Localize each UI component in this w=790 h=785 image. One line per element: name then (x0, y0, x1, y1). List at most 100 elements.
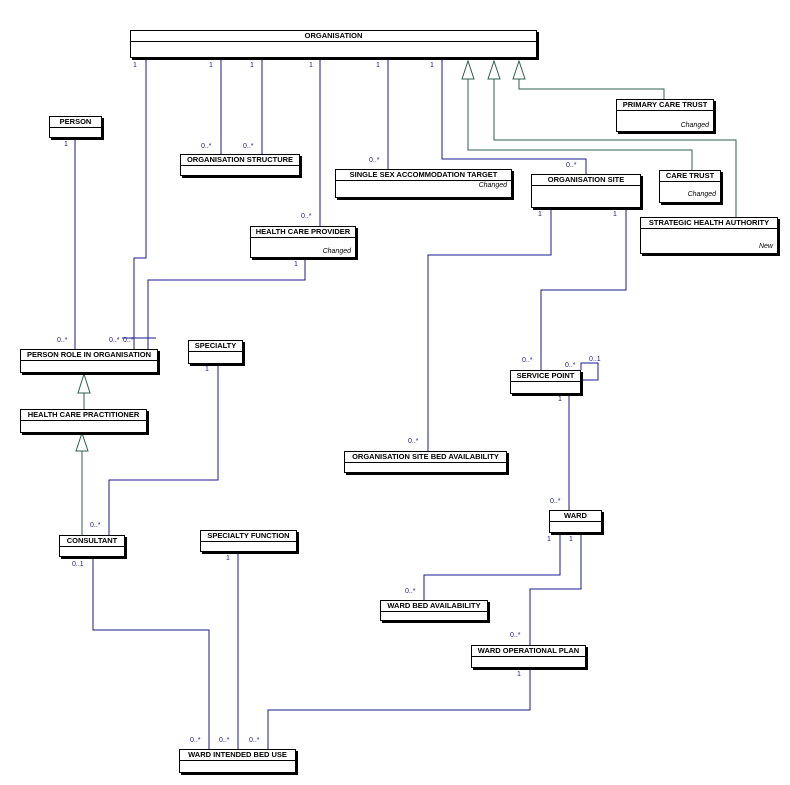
class-name: STRATEGIC HEALTH AUTHORITY (641, 218, 777, 229)
class-organisation-site-bed-availability[interactable]: ORGANISATION SITE BED AVAILABILITY (344, 451, 507, 473)
assoc-op-plan-intended (267, 668, 531, 749)
mult-sp-self-b: 0..1 (589, 356, 601, 363)
gen-arrowhead-sha (487, 59, 501, 80)
class-name: PRIMARY CARE TRUST (617, 100, 713, 111)
class-stereotype: Changed (322, 248, 351, 255)
mult-sp-top: 0..* (522, 357, 533, 364)
gen-caretrust-organisation (467, 79, 693, 170)
mult-specfunc: 1 (226, 555, 230, 562)
class-health-care-practitioner[interactable]: HEALTH CARE PRACTITIONER (20, 409, 147, 433)
mult-role-b: 0..* (109, 337, 120, 344)
assoc-consultant-intended (92, 557, 210, 749)
mult-hcp-top: 0..* (301, 213, 312, 220)
mult-consultant-bottom: 0..1 (72, 561, 84, 568)
mult-org-target: 1 (376, 62, 380, 69)
class-name: ORGANISATION SITE (532, 175, 640, 186)
assoc-site-bed-availability (427, 208, 552, 451)
mult-role-a: 0..* (57, 337, 68, 344)
class-ward-intended-bed-use[interactable]: WARD INTENDED BED USE (179, 749, 296, 773)
gen-pct-organisation (518, 79, 665, 99)
class-ward[interactable]: WARD (549, 510, 602, 533)
gen-sha-organisation (493, 79, 737, 217)
class-health-care-provider[interactable]: HEALTH CARE PROVIDER Changed (250, 226, 356, 258)
class-name: ORGANISATION STRUCTURE (181, 155, 299, 166)
mult-sp-bottom: 1 (558, 396, 562, 403)
mult-person: 1 (64, 141, 68, 148)
assoc-site-service-point (540, 208, 627, 370)
mult-sp-self-a: 0..* (565, 362, 576, 369)
gen-arrowhead-person-role (77, 372, 91, 394)
mult-hcp-bottom: 1 (294, 261, 298, 268)
gen-arrowhead-hcpr (75, 431, 89, 452)
mult-intended-a: 0..* (190, 737, 201, 744)
mult-org-site: 1 (430, 62, 434, 69)
class-ward-operational-plan[interactable]: WARD OPERATIONAL PLAN (471, 645, 586, 668)
mult-role-c: 0..* (123, 337, 134, 344)
class-name: HEALTH CARE PRACTITIONER (21, 410, 146, 421)
mult-site-left: 1 (538, 211, 542, 218)
mult-site-right: 1 (613, 211, 617, 218)
class-service-point[interactable]: SERVICE POINT (510, 370, 581, 394)
class-single-sex-accommodation-target[interactable]: SINGLE SEX ACCOMMODATION TARGET Changed (335, 169, 512, 198)
class-name: SPECIALTY FUNCTION (201, 531, 296, 542)
class-ward-bed-availability[interactable]: WARD BED AVAILABILITY (380, 600, 488, 621)
class-name: CONSULTANT (60, 536, 124, 547)
class-name: CARE TRUST (660, 171, 720, 182)
class-name: HEALTH CARE PROVIDER (251, 227, 355, 238)
class-stereotype: Changed (478, 182, 507, 189)
class-name: SINGLE SEX ACCOMMODATION TARGET (336, 170, 511, 181)
class-name: PERSON ROLE IN ORGANISATION (21, 350, 157, 361)
class-consultant[interactable]: CONSULTANT (59, 535, 125, 557)
mult-org-hcp: 1 (309, 62, 313, 69)
class-organisation-structure[interactable]: ORGANISATION STRUCTURE (180, 154, 300, 176)
class-name: WARD OPERATIONAL PLAN (472, 646, 585, 657)
gen-arrowhead-caretrust (461, 59, 475, 80)
class-name: ORGANISATION (131, 31, 536, 42)
class-name: SPECIALTY (189, 341, 242, 352)
assoc-service-point-self (580, 362, 599, 381)
mult-consultant-spec: 0..* (90, 522, 101, 529)
assoc-ward-op-plan (529, 533, 582, 645)
mult-intended-c: 0..* (249, 737, 260, 744)
mult-ward-top: 0..* (550, 498, 561, 505)
class-person[interactable]: PERSON (49, 116, 102, 138)
mult-op-plan-top: 0..* (510, 632, 521, 639)
generalization-lines (75, 59, 737, 535)
class-person-role-in-organisation[interactable]: PERSON ROLE IN ORGANISATION (20, 349, 158, 373)
association-lines (74, 58, 627, 749)
assoc-specialty-consultant (108, 364, 219, 535)
assoc-hcp-person-role (147, 258, 306, 349)
gen-arrowhead-pct (512, 59, 526, 80)
class-stereotype: New (758, 243, 773, 250)
class-name: WARD BED AVAILABILITY (381, 601, 487, 612)
assoc-organisation-person-role (133, 58, 147, 349)
class-specialty[interactable]: SPECIALTY (188, 340, 243, 364)
class-organisation[interactable]: ORGANISATION (130, 30, 537, 58)
assoc-ward-bed-availability (423, 533, 561, 600)
mult-org-struct-a: 1 (209, 62, 213, 69)
mult-bed-avail: 0..* (408, 438, 419, 445)
class-name: SERVICE POINT (511, 371, 580, 382)
mult-intended-b: 0..* (219, 737, 230, 744)
mult-op-plan-bottom: 1 (517, 671, 521, 678)
assoc-organisation-site (441, 58, 587, 174)
mult-specialty: 1 (205, 366, 209, 373)
mult-org-left: 1 (133, 62, 137, 69)
class-stereotype: Changed (680, 122, 709, 129)
class-primary-care-trust[interactable]: PRIMARY CARE TRUST Changed (616, 99, 714, 132)
mult-ward-left: 1 (547, 536, 551, 543)
mult-struct-b: 0..* (243, 143, 254, 150)
class-name: PERSON (50, 117, 101, 128)
class-name: WARD INTENDED BED USE (180, 750, 295, 761)
class-name: WARD (550, 511, 601, 522)
mult-org-struct-b: 1 (250, 62, 254, 69)
class-stereotype: Changed (687, 191, 716, 198)
class-organisation-site[interactable]: ORGANISATION SITE (531, 174, 641, 208)
class-name: ORGANISATION SITE BED AVAILABILITY (345, 452, 506, 463)
class-strategic-health-authority[interactable]: STRATEGIC HEALTH AUTHORITY New (640, 217, 778, 254)
class-specialty-function[interactable]: SPECIALTY FUNCTION (200, 530, 297, 552)
mult-struct-a: 0..* (201, 143, 212, 150)
class-care-trust[interactable]: CARE TRUST Changed (659, 170, 721, 203)
mult-target: 0..* (369, 157, 380, 164)
